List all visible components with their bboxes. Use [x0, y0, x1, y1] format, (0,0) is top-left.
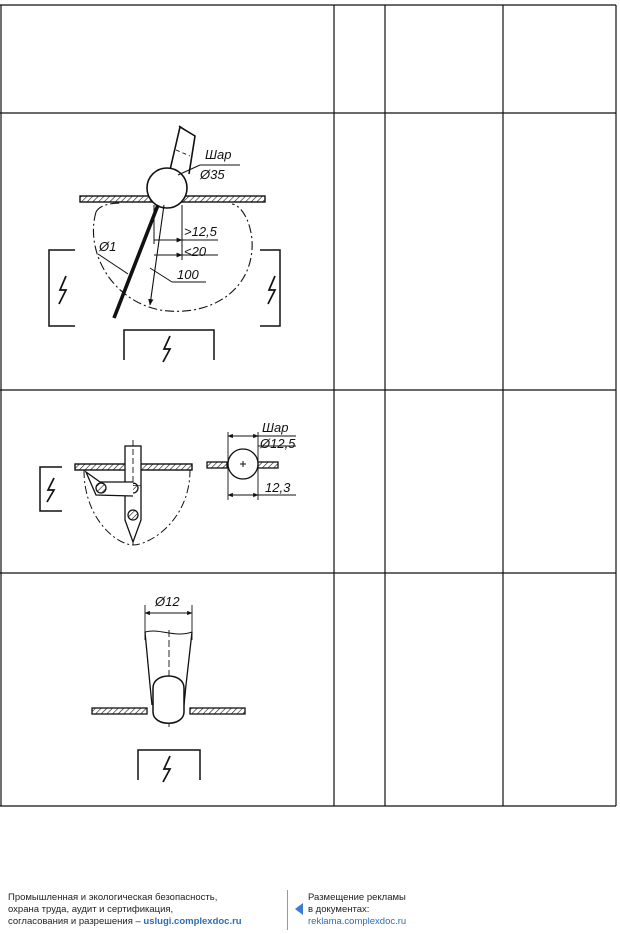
fig1-length: 100 [177, 267, 199, 282]
fig1-dim-lt: <20 [184, 244, 207, 259]
enclosure-plate [91, 707, 148, 715]
fig1-ball-label: Шар [205, 147, 231, 162]
footer-right-text: Размещение рекламы в документах: reklama… [308, 892, 608, 928]
footer-left-line: Промышленная и экологическая безопасност… [8, 892, 218, 903]
footer-right-line: Размещение рекламы [308, 892, 406, 903]
lightning-icon [58, 275, 68, 305]
footer-left-line: согласования и разрешения – uslugi.compl… [8, 916, 290, 928]
enclosure-plate [189, 707, 246, 715]
uslugi-link[interactable]: uslugi.complexdoc.ru [143, 916, 242, 927]
ball [146, 167, 188, 209]
reklama-link[interactable]: reklama.complexdoc.ru [308, 916, 407, 927]
fig1-dim-gt: >12,5 [184, 224, 218, 239]
fig2-ball-diameter: Ø12,5 [259, 436, 296, 451]
footer-ad: Промышленная и экологическая безопасност… [0, 884, 620, 934]
figure-1-ball-probe [79, 125, 266, 319]
hazard-zone [92, 203, 253, 312]
live-part-symbols-fig1 [48, 249, 281, 363]
lightning-icon [162, 755, 172, 783]
arrow-left-icon [295, 903, 303, 915]
footer-left-text: Промышленная и экологическая безопасност… [8, 892, 290, 928]
lightning-icon [267, 275, 277, 305]
footer-divider [287, 890, 288, 930]
figure-3-test-rod [91, 605, 246, 783]
fig2-ball-label: Шар [262, 420, 288, 435]
probe-handle [169, 125, 196, 175]
probe-wire [112, 204, 160, 319]
footer-right-line: в документах: [308, 904, 370, 915]
fig1-wire-diameter: Ø1 [98, 239, 116, 254]
table-grid [0, 4, 617, 807]
footer-left-prefix: согласования и разрешения – [8, 916, 144, 927]
fig2-dim: 12,3 [265, 480, 291, 495]
fig1-ball-diameter: Ø35 [199, 167, 225, 182]
lightning-icon [162, 335, 172, 363]
fig3-diameter: Ø12 [154, 594, 180, 609]
lightning-icon [46, 477, 56, 503]
figure-2-jointed-finger [39, 432, 296, 548]
footer-left-line: охрана труда, аудит и сертификация, [8, 904, 174, 915]
